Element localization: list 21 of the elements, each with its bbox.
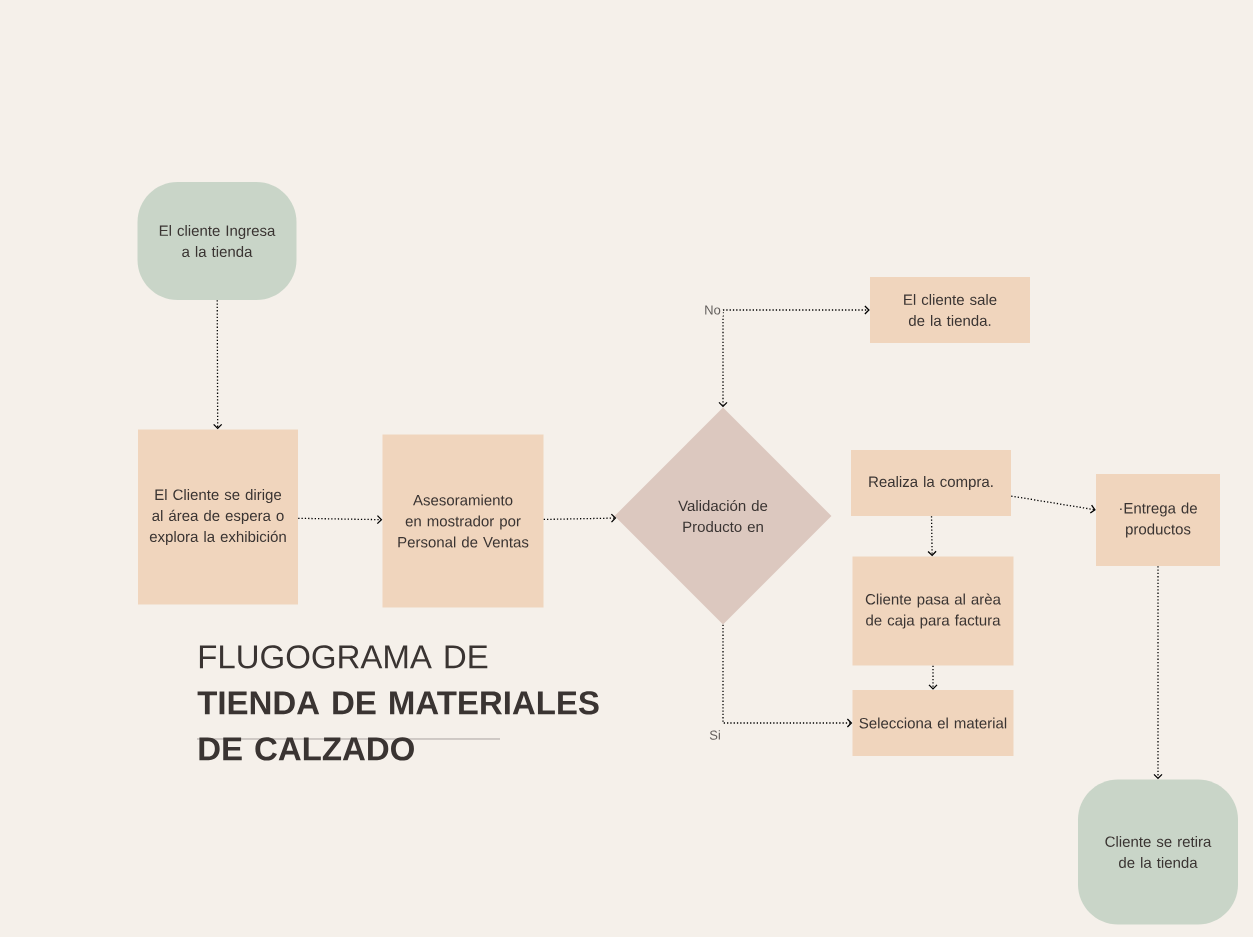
arrow (1153, 565, 1163, 780)
process-box: El Cliente se dirige al área de espera o explora la exhibición (138, 429, 298, 605)
arrow (1010, 495, 1096, 514)
arrow (213, 299, 223, 430)
terminal-box: Cliente se retira de la tienda (1078, 779, 1238, 925)
arrow (718, 305, 870, 408)
edge-label: No (702, 303, 723, 317)
title: FLUGOGRAMA DE TIENDA DE MATERIALES DE CALZADO (197, 645, 599, 761)
arrow (297, 514, 383, 525)
process-box: ·Entrega de productos (1096, 474, 1220, 566)
process-box: Realiza la compra. (851, 450, 1011, 516)
edge-label: Si (707, 728, 723, 742)
process-box: Cliente pasa al arèa de caja para factura (852, 556, 1014, 666)
arrow (722, 624, 853, 728)
process-box: Asesoramiento en mostrador por Personal de Ventas (382, 434, 544, 608)
arrow (927, 515, 937, 557)
process-box: Selecciona el material (852, 690, 1014, 756)
arrow (928, 665, 938, 690)
arrow (543, 513, 617, 523)
process-box: El cliente sale de la tienda. (870, 277, 1030, 343)
terminal-box: El cliente Ingresa a la tienda (137, 182, 297, 300)
